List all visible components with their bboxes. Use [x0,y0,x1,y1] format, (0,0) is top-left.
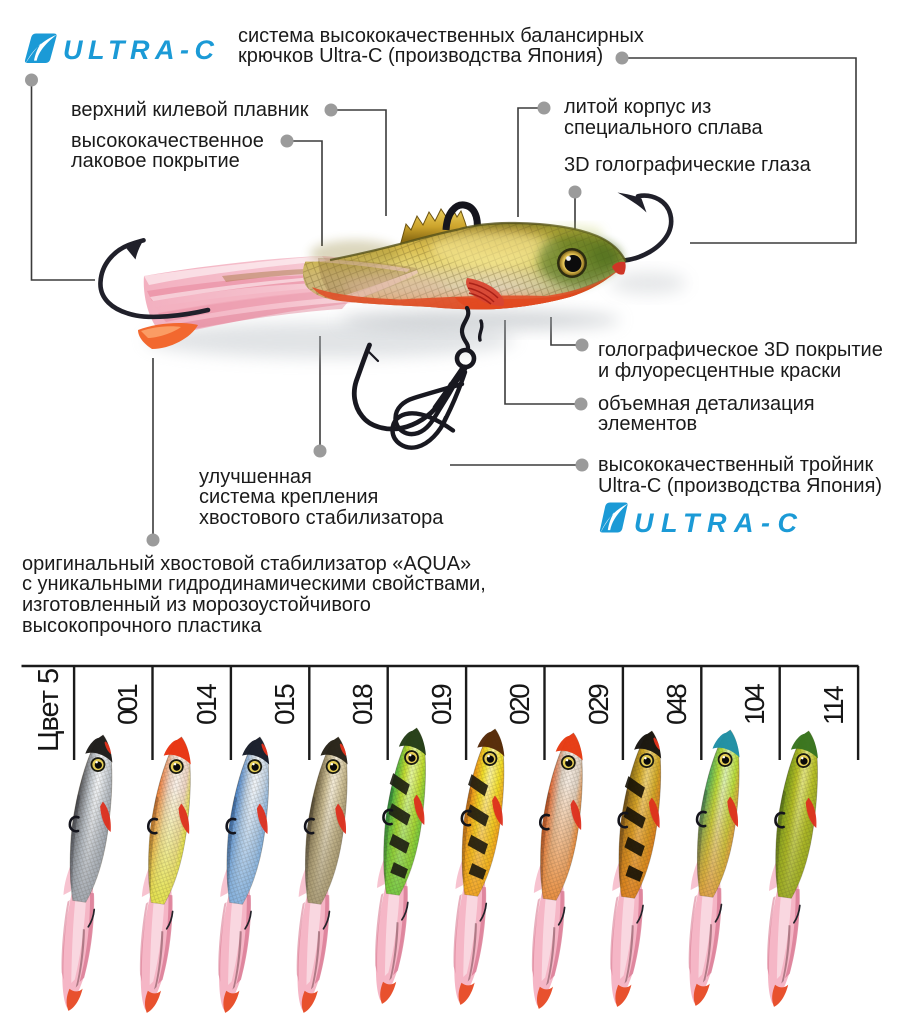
svg-text:104: 104 [739,684,770,725]
svg-text:001: 001 [112,684,143,725]
svg-text:019: 019 [426,684,457,725]
svg-text:018: 018 [347,684,378,725]
svg-text:114: 114 [818,686,849,725]
svg-text:048: 048 [661,684,692,725]
svg-text:ULTRA-C: ULTRA-C [634,508,804,538]
svg-text:029: 029 [583,684,614,725]
svg-text:014: 014 [191,684,222,725]
svg-text:020: 020 [504,684,535,725]
svg-text:ULTRA-C: ULTRA-C [63,35,219,65]
svg-text:015: 015 [269,684,300,725]
svg-text:Цвет 5: Цвет 5 [33,669,65,752]
